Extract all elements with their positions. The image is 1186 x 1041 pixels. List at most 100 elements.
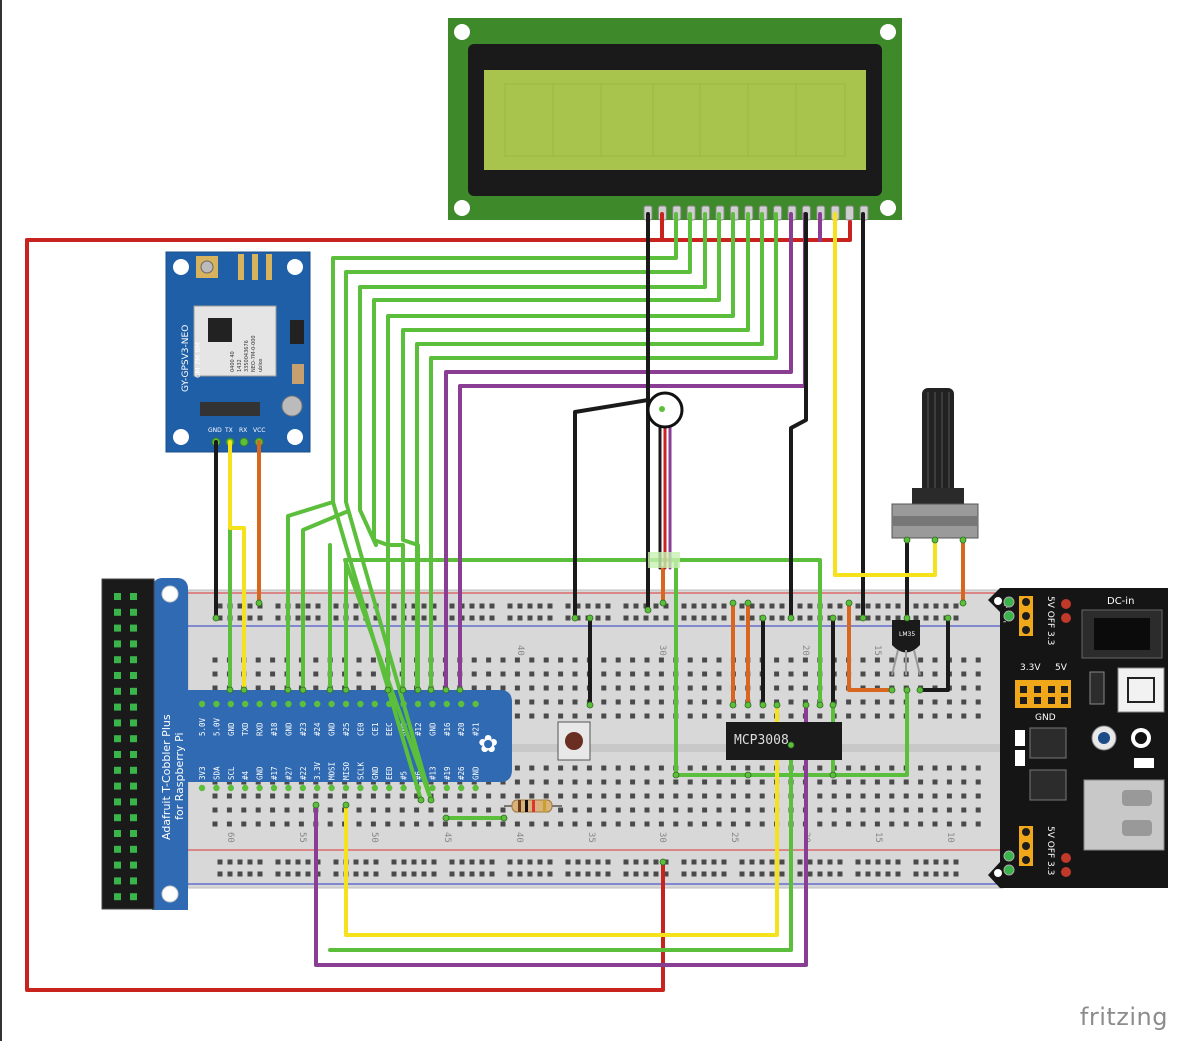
gpio-pin [130,798,137,806]
gpio-pin [114,877,121,885]
rail-hole [411,871,417,877]
breadboard-hole [874,779,880,785]
rail-hole [885,615,891,621]
breadboard-hole [270,793,276,799]
wire-end [759,701,767,709]
breadboard-hole [961,793,967,799]
breadboard-hole [313,657,319,663]
breadboard-hole [932,671,938,677]
svg-text:NEO-7M-0-000: NEO-7M-0-000 [251,335,257,372]
rail-hole [721,603,727,609]
breadboard-hole [716,807,722,813]
breadboard-hole [874,699,880,705]
breadboard-hole [658,793,664,799]
breadboard-hole [846,821,852,827]
breadboard-hole [658,713,664,719]
breadboard-hole [918,699,924,705]
gpio-pin [130,593,137,600]
svg-text:TX: TX [224,427,233,434]
breadboard-hole [586,793,592,799]
svg-text:45: 45 [442,832,452,843]
breadboard-hole [270,671,276,677]
breadboard-hole [615,821,621,827]
breadboard-hole [558,793,564,799]
breadboard-hole [370,807,376,813]
rail-hole [373,859,379,865]
rail-hole [469,859,475,865]
rail-hole [305,615,311,621]
breadboard-hole [630,793,636,799]
svg-text:3350043676: 3350043676 [244,340,250,372]
breadboard-hole [644,821,650,827]
breadboard-hole [586,779,592,785]
breadboard-hole [226,793,232,799]
cobbler-pin-label: TXD [241,722,250,736]
rail-hole [691,615,697,621]
rail-hole [449,603,455,609]
rail-hole [681,859,687,865]
rail-hole [391,859,397,865]
rail-hole [527,603,533,609]
rail-hole [575,859,581,865]
breadboard-hole [889,807,895,813]
gpio-pin [130,703,137,711]
breadboard-hole [644,657,650,663]
rail-hole [885,871,891,877]
gpio-pin [130,893,137,901]
rail-hole [739,603,745,609]
gpio-pin [130,877,137,885]
gpio-pin [114,830,121,837]
breadboard-hole [486,671,492,677]
wire-end [729,701,737,709]
breadboard-hole [558,699,564,705]
rail-hole [431,871,437,877]
breadboard-hole [270,657,276,663]
breadboard-hole [975,713,981,719]
rail-hole [517,859,523,865]
rail-hole [333,859,339,865]
rail-hole [275,871,281,877]
breadboard-hole [644,807,650,813]
rail-hole [565,859,571,865]
rail-hole [333,615,339,621]
rail-hole [275,615,281,621]
rail-hole [431,859,437,865]
gpio-pin [114,608,121,616]
breadboard-hole [759,713,765,719]
rail-hole [913,615,919,621]
breadboard-hole [514,765,520,771]
cobbler-pin [314,784,321,792]
breadboard-hole [903,807,909,813]
breadboard-hole [630,765,636,771]
cobbler-pin-label: GND [256,766,265,780]
breadboard-hole [529,779,535,785]
breadboard-hole [889,713,895,719]
svg-text:15: 15 [873,832,883,843]
rail-hole [875,603,881,609]
cobbler-pin-label: #22 [299,766,308,780]
breadboard-hole [543,699,549,705]
gpio-pin [114,640,121,648]
cobbler-pin-label: SDA [212,766,221,780]
rail-hole [827,603,833,609]
rail-hole [537,871,543,877]
cobbler-pin [328,784,335,792]
cobbler-pin [328,700,335,708]
rail-hole [797,859,803,865]
breadboard-hole [932,657,938,663]
breadboard-hole [730,765,736,771]
breadboard-hole [457,821,463,827]
rail-hole [537,859,543,865]
breadboard-row-numbers-top: 40 30 20 15 [515,645,882,656]
breadboard-hole [572,699,578,705]
wire-end [414,686,422,694]
rail-hole [353,871,359,877]
breadboard-hole [471,821,477,827]
breadboard-hole [457,793,463,799]
breadboard-hole [572,685,578,691]
breadboard-hole [860,765,866,771]
gpio-pin [130,782,137,790]
rail-hole [623,603,629,609]
rail-hole [237,859,243,865]
breadboard-hole [687,671,693,677]
